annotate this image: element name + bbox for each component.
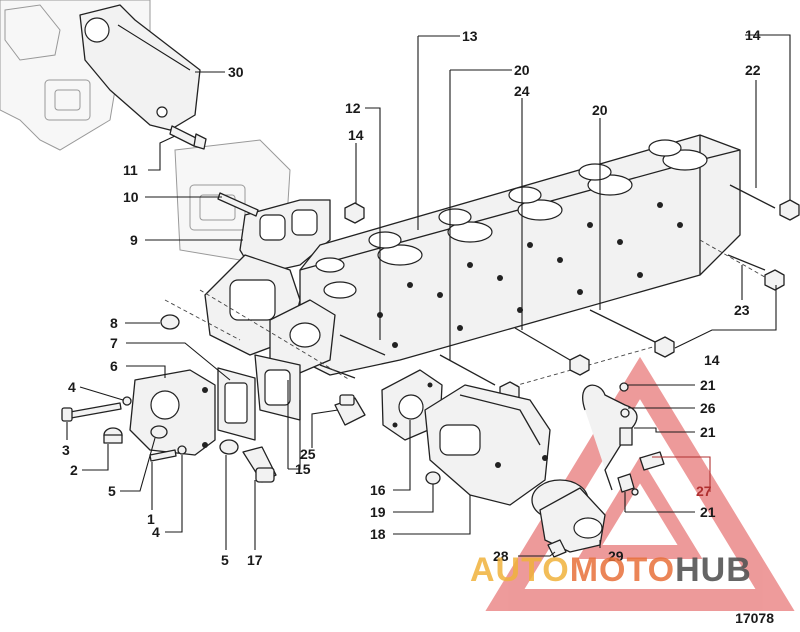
- heat-shield-plate: [79, 4, 201, 131]
- callout-13: 13: [462, 28, 478, 44]
- o-ring-5-left: [150, 425, 168, 439]
- leader-lines: [66, 34, 791, 557]
- callout-14-topleft: 14: [348, 127, 364, 143]
- callout-11: 11: [123, 162, 138, 178]
- callout-1: 1: [147, 511, 155, 527]
- fitting-17: [242, 446, 277, 483]
- callout-5-left: 5: [108, 483, 116, 499]
- callout-9: 9: [130, 232, 138, 248]
- callout-24: 24: [514, 83, 530, 99]
- callout-21-mid: 21: [700, 424, 716, 440]
- watermark-logo: AUTOMOTOHUB: [470, 550, 800, 590]
- plug-2: [103, 427, 123, 444]
- watermark-auto: AUTO: [470, 551, 570, 589]
- callout-15: 15: [295, 461, 311, 477]
- callout-6: 6: [110, 358, 118, 374]
- gasket-plate: [217, 367, 256, 441]
- clamp-28: [547, 539, 567, 558]
- long-studs: [164, 184, 776, 391]
- callout-21-top: 21: [700, 377, 716, 393]
- drain-valve-25: [334, 394, 366, 426]
- callout-28: 28: [493, 548, 509, 564]
- watermark-hub: HUB: [675, 551, 752, 589]
- callout-12: 12: [345, 100, 361, 116]
- callout-labels: 30 11 10 9 12 14 13 20 24 20 14 22 23 14…: [62, 27, 761, 568]
- callout-3: 3: [62, 442, 70, 458]
- callout-17: 17: [247, 552, 263, 568]
- callout-25: 25: [300, 446, 316, 462]
- callout-4-upper: 4: [68, 379, 76, 395]
- figure-number: 17078: [735, 610, 774, 626]
- callout-22: 22: [745, 62, 761, 78]
- callout-10: 10: [123, 189, 139, 205]
- callout-7: 7: [110, 335, 118, 351]
- callout-19: 19: [370, 504, 386, 520]
- gasket-15: [254, 354, 301, 421]
- callout-29: 29: [608, 548, 624, 564]
- callout-5-right: 5: [221, 552, 229, 568]
- callout-21-lower: 21: [700, 504, 716, 520]
- water-tube-26: [582, 382, 638, 491]
- callout-2: 2: [70, 462, 78, 478]
- fittings-21: [617, 427, 665, 496]
- callout-30: 30: [228, 64, 244, 80]
- manifold-ports: [315, 139, 708, 299]
- callout-14-topright: 14: [745, 27, 761, 43]
- washer-4-upper: [122, 396, 132, 406]
- thermostat-housing-6: [129, 369, 216, 456]
- callout-8: 8: [110, 315, 118, 331]
- callout-14-lowerright: 14: [704, 352, 720, 368]
- manifold-bolt-holes: [377, 202, 683, 348]
- washer-4-lower: [177, 445, 187, 455]
- cap-8: [160, 314, 180, 330]
- callout-16: 16: [370, 482, 386, 498]
- exhaust-boot-29: [531, 479, 606, 553]
- exhaust-elbow-18: [424, 384, 551, 506]
- callout-27: 27: [696, 483, 712, 499]
- callout-4-lower: 4: [152, 524, 160, 540]
- watermark-moto: MOTO: [569, 551, 676, 589]
- callout-20-right: 20: [592, 102, 608, 118]
- callout-18: 18: [370, 526, 386, 542]
- gasket-9: [239, 199, 331, 276]
- nut-19: [425, 471, 441, 485]
- bolt-3: [61, 402, 122, 422]
- exhaust-manifold-13: [299, 134, 741, 376]
- exhaust-elbow-7: [204, 254, 336, 376]
- o-ring-5-right: [219, 439, 239, 455]
- callout-26: 26: [700, 400, 716, 416]
- callout-20-left: 20: [514, 62, 530, 78]
- bolt-11: [169, 125, 207, 150]
- callout-23: 23: [734, 302, 750, 318]
- bolt-1: [149, 449, 177, 462]
